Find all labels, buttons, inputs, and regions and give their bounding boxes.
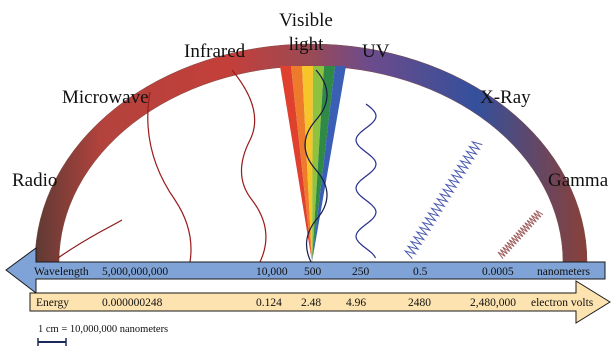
band-label-microwave: Microwave bbox=[62, 87, 149, 108]
radio-wave bbox=[57, 219, 123, 259]
energy-value: 0.124 bbox=[256, 297, 282, 309]
energy-value: 2,480,000 bbox=[470, 297, 516, 309]
wavelength-value: 0.0005 bbox=[482, 266, 514, 278]
wavelength-unit: nanometers bbox=[537, 266, 591, 278]
energy-value: 0.000000248 bbox=[102, 297, 163, 309]
scale-label: 1 cm = 10,000,000 nanometers bbox=[38, 324, 168, 335]
visible-spectrum-band bbox=[291, 66, 312, 262]
wavelength-value: 0.5 bbox=[413, 266, 428, 278]
energy-label: Energy bbox=[36, 297, 69, 309]
wavelength-value: 250 bbox=[352, 266, 370, 278]
band-label-infrared: Infrared bbox=[184, 41, 246, 62]
energy-unit: electron volts bbox=[531, 297, 594, 309]
wavelength-value: 10,000 bbox=[256, 266, 288, 278]
wavelength-arrow bbox=[5, 247, 606, 295]
visible-spectrum-band bbox=[312, 66, 346, 262]
energy-arrow bbox=[29, 280, 611, 324]
visible-wave bbox=[304, 69, 328, 263]
band-label-gamma: Gamma bbox=[548, 170, 609, 191]
xray-wave bbox=[403, 140, 483, 259]
energy-value: 2.48 bbox=[301, 297, 321, 309]
scale-bar bbox=[37, 338, 67, 346]
energy-value: 2480 bbox=[408, 297, 431, 309]
band-label-visible-line2: light bbox=[289, 34, 325, 55]
infrared-wave bbox=[231, 69, 267, 263]
wavelength-value: 500 bbox=[304, 266, 322, 278]
band-label-visible-line1: Visible bbox=[279, 10, 333, 31]
gamma-wave bbox=[497, 210, 544, 259]
band-label-xray: X-Ray bbox=[480, 87, 531, 108]
wavelength-value: 5,000,000,000 bbox=[102, 266, 168, 278]
visible-spectrum-band bbox=[302, 66, 313, 262]
visible-light-fan bbox=[280, 66, 346, 262]
microwave-wave bbox=[147, 91, 192, 263]
energy-value: 4.96 bbox=[346, 297, 366, 309]
band-label-uv: UV bbox=[362, 41, 390, 62]
visible-spectrum-band bbox=[280, 66, 312, 262]
uv-wave bbox=[355, 103, 377, 259]
wavelength-label: Wavelength bbox=[34, 266, 89, 278]
band-label-radio: Radio bbox=[12, 170, 57, 191]
